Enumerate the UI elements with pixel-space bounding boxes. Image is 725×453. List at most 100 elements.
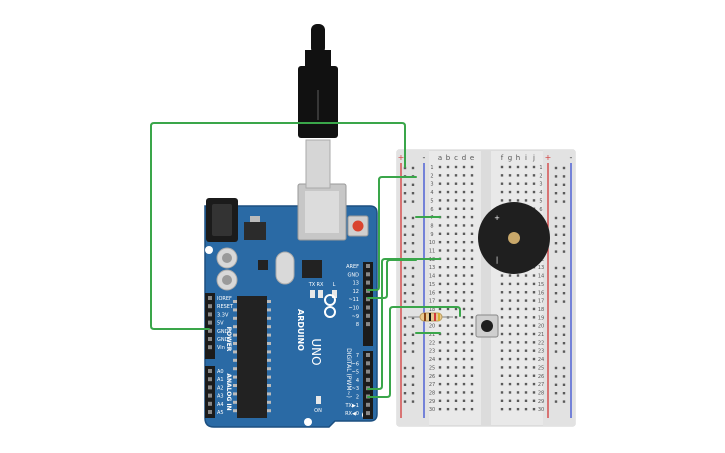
rail-hole[interactable] [411, 316, 415, 320]
breadboard-hole[interactable] [470, 391, 474, 394]
rail-hole[interactable] [411, 233, 415, 236]
breadboard-hole[interactable] [462, 249, 466, 252]
breadboard-hole[interactable] [516, 165, 520, 169]
breadboard-hole[interactable] [470, 190, 474, 194]
breadboard-hole[interactable] [438, 232, 442, 235]
rail-hole[interactable] [411, 200, 415, 203]
header-pin[interactable] [208, 312, 212, 317]
rail-hole[interactable] [403, 300, 407, 303]
breadboard-hole[interactable] [524, 165, 528, 169]
breadboard-hole[interactable] [516, 407, 520, 411]
rail-hole[interactable] [403, 375, 407, 378]
breadboard-hole[interactable] [462, 165, 466, 169]
breadboard-hole[interactable] [462, 232, 466, 235]
breadboard-hole[interactable] [454, 341, 458, 344]
breadboard-hole[interactable] [446, 382, 450, 386]
breadboard-hole[interactable] [446, 299, 450, 302]
rail-hole[interactable] [403, 383, 407, 386]
breadboard-hole[interactable] [532, 399, 536, 402]
breadboard-hole[interactable] [454, 224, 458, 227]
breadboard-hole[interactable] [446, 174, 450, 177]
rail-hole[interactable] [554, 316, 558, 320]
rail-hole[interactable] [562, 325, 566, 328]
breadboard-hole[interactable] [462, 341, 466, 344]
breadboard-hole[interactable] [454, 324, 458, 327]
header-pin[interactable] [366, 313, 370, 318]
breadboard-hole[interactable] [462, 215, 466, 219]
rail-hole[interactable] [411, 283, 415, 286]
breadboard-hole[interactable] [532, 274, 536, 277]
rail-hole[interactable] [411, 400, 415, 403]
breadboard-hole[interactable] [532, 291, 536, 294]
breadboard-hole[interactable] [524, 366, 528, 369]
breadboard-hole[interactable] [462, 391, 466, 394]
rail-hole[interactable] [554, 166, 558, 170]
breadboard-hole[interactable] [462, 207, 466, 210]
breadboard-hole[interactable] [438, 266, 442, 269]
breadboard-hole[interactable] [454, 374, 458, 377]
breadboard-hole[interactable] [454, 215, 458, 219]
rail-hole[interactable] [411, 266, 415, 270]
breadboard-hole[interactable] [462, 382, 466, 386]
breadboard-hole[interactable] [508, 374, 512, 377]
breadboard-hole[interactable] [516, 357, 520, 361]
breadboard-hole[interactable] [508, 366, 512, 369]
breadboard-hole[interactable] [532, 382, 536, 386]
breadboard-hole[interactable] [446, 391, 450, 394]
rail-hole[interactable] [403, 233, 407, 236]
breadboard-hole[interactable] [508, 391, 512, 394]
breadboard-hole[interactable] [454, 332, 458, 336]
rail-hole[interactable] [403, 192, 407, 195]
breadboard-hole[interactable] [454, 382, 458, 386]
breadboard-hole[interactable] [508, 274, 512, 277]
breadboard-hole[interactable] [516, 399, 520, 402]
breadboard-hole[interactable] [462, 307, 466, 311]
header-pin[interactable] [208, 369, 212, 373]
rail-hole[interactable] [411, 333, 415, 336]
breadboard-hole[interactable] [462, 174, 466, 177]
rail-hole[interactable] [554, 225, 558, 228]
breadboard-hole[interactable] [516, 391, 520, 394]
header-pin[interactable] [208, 337, 212, 341]
breadboard-hole[interactable] [508, 341, 512, 344]
breadboard-hole[interactable] [462, 332, 466, 336]
rail-hole[interactable] [562, 392, 566, 395]
breadboard-hole[interactable] [438, 399, 442, 402]
header-pin[interactable] [366, 353, 370, 357]
breadboard-hole[interactable] [516, 274, 520, 277]
rail-hole[interactable] [403, 242, 407, 245]
header-pin[interactable] [208, 296, 212, 300]
breadboard-hole[interactable] [516, 366, 520, 369]
breadboard-hole[interactable] [500, 399, 504, 402]
breadboard-hole[interactable] [532, 341, 536, 344]
breadboard-hole[interactable] [532, 366, 536, 369]
breadboard-hole[interactable] [516, 190, 520, 194]
breadboard-hole[interactable] [508, 407, 512, 411]
rail-hole[interactable] [562, 400, 566, 403]
analog-header[interactable] [205, 366, 215, 418]
breadboard-hole[interactable] [508, 382, 512, 386]
rail-hole[interactable] [562, 200, 566, 203]
header-pin[interactable] [366, 280, 370, 285]
breadboard-hole[interactable] [462, 349, 466, 352]
header-pin[interactable] [366, 402, 370, 407]
breadboard-hole[interactable] [462, 399, 466, 402]
breadboard-hole[interactable] [446, 332, 450, 336]
rail-hole[interactable] [403, 266, 407, 270]
header-pin[interactable] [208, 328, 212, 333]
breadboard-hole[interactable] [508, 299, 512, 302]
breadboard-hole[interactable] [524, 307, 528, 311]
rail-hole[interactable] [554, 342, 558, 345]
breadboard-hole[interactable] [446, 282, 450, 286]
breadboard-hole[interactable] [470, 316, 474, 319]
rail-hole[interactable] [403, 316, 407, 320]
breadboard-hole[interactable] [508, 332, 512, 336]
breadboard-hole[interactable] [470, 349, 474, 352]
rail-hole[interactable] [562, 275, 566, 278]
rail-hole[interactable] [411, 242, 415, 245]
breadboard-hole[interactable] [508, 324, 512, 327]
header-pin[interactable] [366, 272, 370, 277]
rail-hole[interactable] [411, 225, 415, 228]
rail-hole[interactable] [403, 200, 407, 203]
breadboard-hole[interactable] [438, 274, 442, 277]
